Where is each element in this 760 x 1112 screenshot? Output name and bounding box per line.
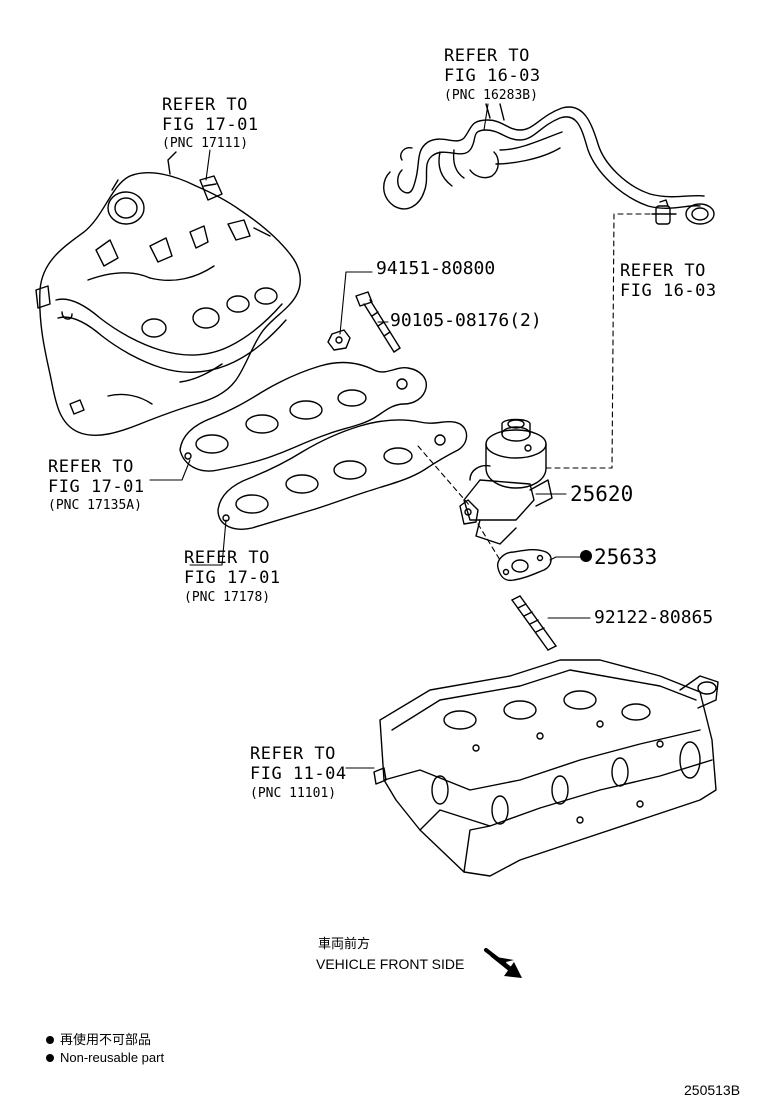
part-number-bolt[interactable]: 90105-08176(2) <box>390 310 542 331</box>
figure-id: 250513B <box>684 1082 741 1098</box>
legend-jp-text: 再使用不可部品 <box>60 1032 152 1047</box>
non-reusable-marker-icon <box>580 550 592 562</box>
ref-line1: REFER TO <box>250 744 336 764</box>
ref-pnc: (PNC 16283B) <box>444 88 538 103</box>
ref-pnc: (PNC 17111) <box>162 136 249 151</box>
nut-and-bolt-drawing <box>327 291 401 353</box>
ref-line2: FIG 16-03 <box>620 281 717 301</box>
egr-valve-drawing <box>459 418 553 545</box>
legend-en: Non-reusable part <box>46 1050 164 1066</box>
leader-lines <box>149 103 591 769</box>
stud-bolt-drawing <box>511 595 557 651</box>
part-number-stud[interactable]: 92122-80865 <box>594 607 714 628</box>
egr-hose-drawing <box>383 103 715 225</box>
ref-line1: REFER TO <box>620 261 706 281</box>
manifold-gasket-b-drawing <box>217 419 468 530</box>
dashed-alignment-lines <box>417 213 657 561</box>
part-number-gasket[interactable]: 25633 <box>580 545 657 569</box>
intake-manifold-drawing <box>35 151 301 436</box>
ref-line2: FIG 16-03 <box>444 66 541 86</box>
ref-line2: FIG 17-01 <box>162 115 259 135</box>
ref-line2: FIG 17-01 <box>48 477 145 497</box>
ref-pnc: (PNC 11101) <box>250 786 337 801</box>
legend-jp: 再使用不可部品 <box>46 1032 151 1048</box>
ref-pnc: (PNC 17135A) <box>48 498 142 513</box>
front-side-label-en: VEHICLE FRONT SIDE <box>316 956 465 972</box>
ref-line2: FIG 17-01 <box>184 568 281 588</box>
legend-en-text: Non-reusable part <box>60 1050 165 1065</box>
front-side-label-jp: 車両前方 <box>318 936 371 951</box>
ref-line2: FIG 11-04 <box>250 764 347 784</box>
cylinder-head-drawing <box>373 659 719 877</box>
ref-line1: REFER TO <box>162 95 248 115</box>
ref-pnc: (PNC 17178) <box>184 590 271 605</box>
hose-clamp-drawing <box>651 199 677 225</box>
non-reusable-marker-icon <box>46 1035 54 1044</box>
ref-line1: REFER TO <box>184 548 270 568</box>
manifold-gasket-a-drawing <box>179 361 427 472</box>
non-reusable-marker-icon <box>46 1053 54 1062</box>
ref-line1: REFER TO <box>48 457 134 477</box>
ref-line1: REFER TO <box>444 46 530 66</box>
part-number-nut[interactable]: 94151-80800 <box>376 258 496 279</box>
part-number-egr-valve[interactable]: 25620 <box>570 482 634 506</box>
egr-gasket-drawing <box>497 549 552 582</box>
part-number-gasket-text: 25633 <box>594 545 658 569</box>
front-side-arrow <box>484 948 522 978</box>
